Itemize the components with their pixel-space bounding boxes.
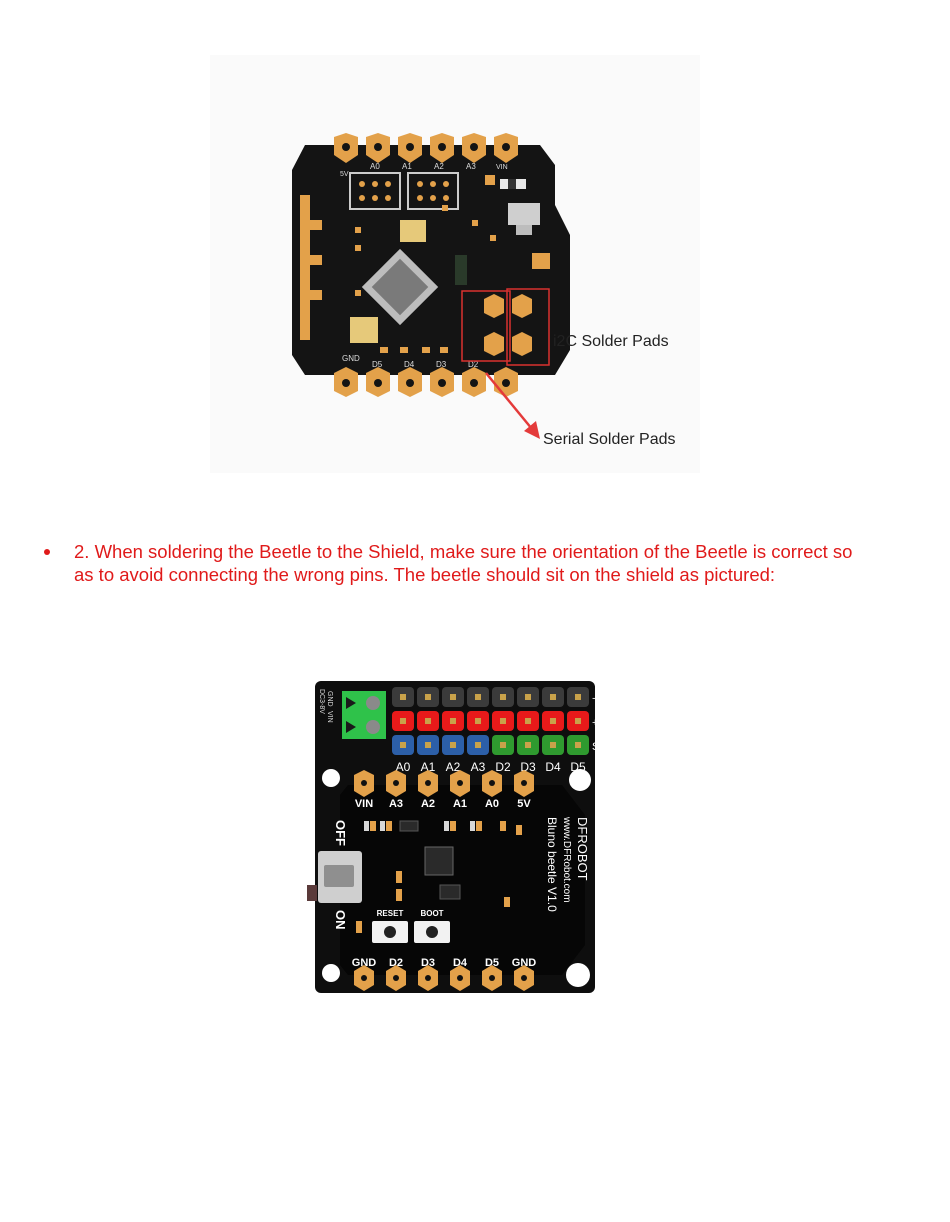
header-label-a3: A3 <box>471 760 486 774</box>
pad-label-a1: A1 <box>453 798 467 810</box>
switch-label-off: OFF <box>333 820 348 846</box>
pad-label-gnd-left: GND <box>352 957 377 969</box>
header-label-a1: A1 <box>421 760 436 774</box>
pin-label-a2: A2 <box>434 162 444 171</box>
pad-label-5v: 5V <box>517 798 531 810</box>
pad-label-d2: D2 <box>389 957 403 969</box>
list-item: 2. When soldering the Beetle to the Shie… <box>42 540 862 586</box>
beetle-shield-figure: GND VIN DC3-8V − + S A0 A1 A2 A3 <box>307 681 599 993</box>
reset-button-label: RESET <box>377 909 404 918</box>
pin-label-d3: D3 <box>436 360 447 369</box>
callout-arrow <box>485 372 533 430</box>
pad-label-d5: D5 <box>485 957 499 969</box>
i2c-callout-label: i2C Solder Pads <box>553 333 669 350</box>
serial-solder-pads <box>484 294 504 356</box>
pin-label-a1: A1 <box>402 162 412 171</box>
terminal-block <box>342 691 386 739</box>
header-label-d4: D4 <box>545 760 561 774</box>
brand-url: www.DFRobot.com <box>561 816 572 903</box>
pad-label-d3: D3 <box>421 957 435 969</box>
pad-label-a2: A2 <box>421 798 435 810</box>
brand-name: DFROBOT <box>575 817 590 881</box>
header-label-a0: A0 <box>396 760 411 774</box>
pin-label-d5: D5 <box>372 360 383 369</box>
row-label-vcc: + <box>592 717 598 729</box>
instruction-text: 2. When soldering the Beetle to the Shie… <box>74 541 853 585</box>
i2c-solder-pads <box>512 294 532 356</box>
terminal-label-gnd: GND <box>326 691 333 707</box>
header-label-a2: A2 <box>446 760 461 774</box>
serial-callout-label: Serial Solder Pads <box>543 431 676 448</box>
terminal-label-voltage: DC3-8V <box>318 689 325 714</box>
beetle-board-figure: 5V A0 A1 A2 A3 VIN GND D5 D4 D3 D2 i2C S… <box>210 55 700 473</box>
antenna <box>300 195 322 340</box>
board-model: Bluno beetle V1.0 <box>545 817 559 912</box>
pad-label-gnd-right: GND <box>512 957 537 969</box>
main-chip <box>424 846 454 876</box>
row-label-signal: S <box>592 741 599 753</box>
pad-label-a0: A0 <box>485 798 499 810</box>
instruction-list: 2. When soldering the Beetle to the Shie… <box>42 540 862 586</box>
boot-button-label: BOOT <box>420 909 443 918</box>
bullet-icon <box>44 549 50 555</box>
terminal-label-vin: VIN <box>326 711 333 723</box>
pin-label-gnd: GND <box>342 354 360 363</box>
pin-label-vin: VIN <box>496 164 508 171</box>
pin-label-d4: D4 <box>404 360 415 369</box>
pin-label-a0: A0 <box>370 162 380 171</box>
pad-label-d4: D4 <box>453 957 468 969</box>
pin-label-a3: A3 <box>466 162 476 171</box>
microcontroller-chip <box>361 248 439 326</box>
serial-pads-highlight <box>461 290 511 362</box>
row-label-gnd: − <box>592 693 598 705</box>
pin-label-5v: 5V <box>340 171 349 178</box>
i2c-pads-highlight <box>506 288 550 366</box>
pin-label-d2: D2 <box>468 360 479 369</box>
pad-label-a3: A3 <box>389 798 403 810</box>
header-label-d2: D2 <box>495 760 511 774</box>
switch-label-on: ON <box>333 910 348 930</box>
pad-label-vin: VIN <box>355 798 373 810</box>
